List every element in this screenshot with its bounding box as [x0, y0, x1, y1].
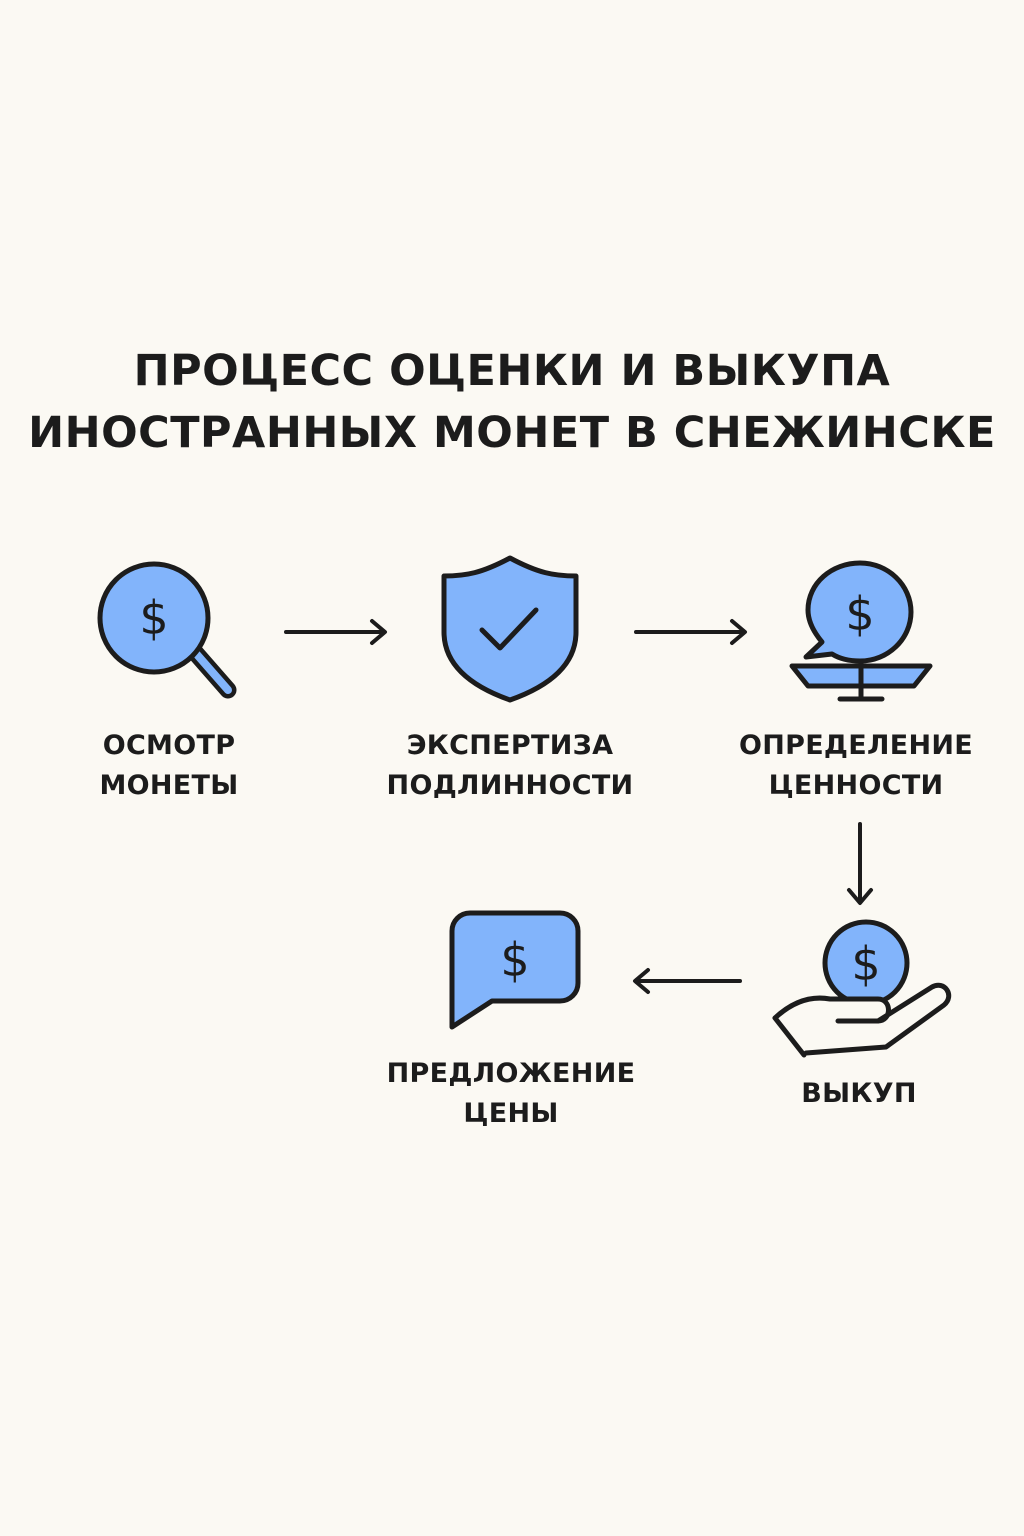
hand-coin-icon: $ — [772, 919, 952, 1058]
title-line-2: ИНОСТРАННЫХ МОНЕТ В СНЕЖИНСКЕ — [28, 408, 996, 458]
step-2-label-line-1: ЭКСПЕРТИЗА — [406, 730, 614, 761]
step-2-label-line-2: ПОДЛИННОСТИ — [386, 770, 634, 801]
step-3-label-line-2: ЦЕННОСТИ — [768, 770, 944, 801]
step-3-label-line-1: ОПРЕДЕЛЕНИЕ — [738, 730, 974, 761]
page-title: ПРОЦЕСС ОЦЕНКИ И ВЫКУПА ИНОСТРАННЫХ МОНЕ… — [0, 340, 1024, 464]
step-1-label-line-1: ОСМОТР — [102, 730, 236, 761]
step-1-label: ОСМОТР МОНЕТЫ — [44, 726, 294, 806]
arrow-left — [633, 968, 742, 994]
step-5-label: ПРЕДЛОЖЕНИЕ ЦЕНЫ — [366, 1054, 656, 1134]
step-4-dollar-symbol: $ — [851, 937, 880, 991]
step-3-label: ОПРЕДЕЛЕНИЕ ЦЕННОСТИ — [714, 726, 998, 806]
step-2-label: ЭКСПЕРТИЗА ПОДЛИННОСТИ — [360, 726, 660, 806]
arrow-right-2 — [634, 619, 747, 645]
shield-check-icon — [441, 555, 579, 703]
step-1-dollar-symbol: $ — [139, 591, 168, 645]
speech-bubble-dollar-icon: $ — [449, 910, 581, 1030]
step-1-label-line-2: МОНЕТЫ — [99, 770, 239, 801]
step-5-label-line-1: ПРЕДЛОЖЕНИЕ — [386, 1058, 636, 1089]
arrow-right-1 — [284, 619, 387, 645]
arrow-down — [847, 822, 873, 905]
scale-dollar-icon: $ — [789, 560, 933, 702]
title-line-1: ПРОЦЕСС ОЦЕНКИ И ВЫКУПА — [133, 346, 891, 396]
step-4-label: ВЫКУП — [754, 1074, 964, 1114]
step-5-dollar-symbol: $ — [500, 933, 529, 987]
step-4-label-line-1: ВЫКУП — [801, 1078, 917, 1109]
step-5-label-line-2: ЦЕНЫ — [463, 1098, 559, 1129]
step-3-dollar-symbol: $ — [845, 587, 874, 641]
magnifier-dollar-icon: $ — [97, 561, 237, 699]
